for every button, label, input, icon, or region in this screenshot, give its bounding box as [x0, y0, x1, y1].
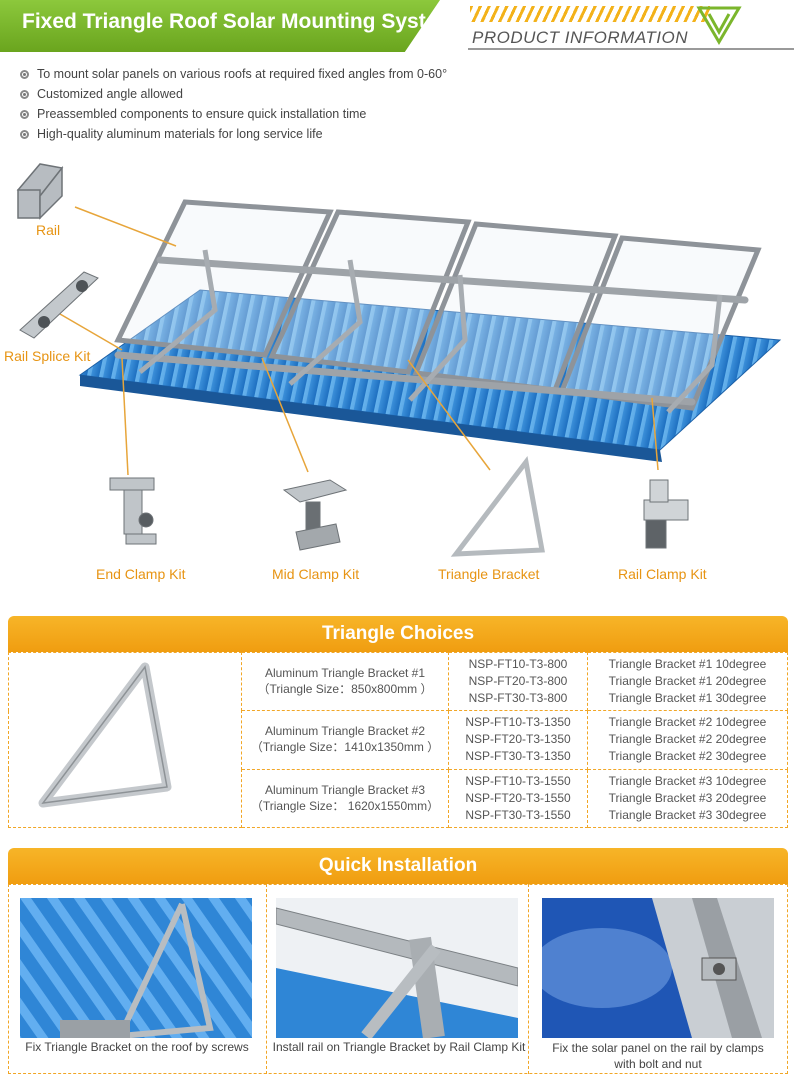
leader-mid-clamp	[261, 357, 309, 473]
label-rail-splice-kit: Rail Splice Kit	[4, 348, 91, 364]
install-step-1-image	[20, 898, 252, 1038]
triangle-image-cell	[8, 652, 242, 828]
divider	[528, 884, 529, 1074]
page-title: Fixed Triangle Roof Solar Mounting Syste…	[22, 10, 457, 33]
feature-item: To mount solar panels on various roofs a…	[20, 64, 447, 84]
support-leg	[138, 249, 218, 374]
quick-installation-panel	[8, 884, 788, 1074]
triangle-choices-table: Aluminum Triangle Bracket #1 （Triangle S…	[8, 651, 788, 829]
bracket-name-cell: Aluminum Triangle Bracket #1 （Triangle S…	[241, 651, 449, 712]
code-cell: NSP-FT10-T3-1350 NSP-FT20-T3-1350 NSP-FT…	[448, 710, 588, 770]
support-leg	[288, 259, 363, 386]
quick-installation-header: Quick Installation	[8, 848, 788, 884]
label-rail: Rail	[36, 222, 61, 238]
feature-item: High-quality aluminum materials for long…	[20, 124, 447, 144]
triangle-choices-header: Triangle Choices	[8, 616, 788, 652]
leader-rail-clamp	[651, 397, 659, 471]
bracket-name-cell: Aluminum Triangle Bracket #3 （Triangle S…	[241, 768, 449, 829]
triangle-v-logo-icon	[696, 6, 742, 45]
desc-cell: Triangle Bracket #2 10degree Triangle Br…	[587, 710, 788, 770]
label-rail-clamp-kit: Rail Clamp Kit	[618, 566, 707, 582]
triangle-bracket-part-icon	[450, 455, 545, 557]
system-illustration	[16, 163, 782, 557]
triangle-bracket-image	[38, 662, 172, 807]
support-leg	[666, 294, 723, 414]
code-cell: NSP-FT10-T3-800 NSP-FT20-T3-800 NSP-FT30…	[448, 651, 588, 712]
install-step-2-image	[276, 898, 518, 1038]
code-cell: NSP-FT10-T3-1550 NSP-FT20-T3-1550 NSP-FT…	[448, 768, 588, 829]
rail-clamp-part-icon	[643, 479, 689, 549]
rail-splice-part-icon	[19, 271, 99, 339]
feature-list: To mount solar panels on various roofs a…	[20, 64, 447, 144]
install-step-3-image	[542, 898, 774, 1038]
desc-cell: Triangle Bracket #3 10degree Triangle Br…	[587, 768, 788, 829]
install-step-1-caption: Fix Triangle Bracket on the roof by scre…	[25, 1040, 249, 1054]
desc-cell: Triangle Bracket #1 10degree Triangle Br…	[587, 651, 788, 712]
leader-rail	[74, 206, 177, 247]
bottom-rail	[114, 351, 696, 406]
header-stripes	[470, 6, 710, 22]
end-clamp-part-icon	[109, 477, 157, 545]
panel-frame	[268, 209, 472, 375]
feature-item: Customized angle allowed	[20, 84, 447, 104]
top-rail	[156, 256, 749, 304]
label-end-clamp-kit: End Clamp Kit	[96, 566, 186, 582]
page-subtitle: PRODUCT INFORMATION	[472, 28, 689, 47]
leader-end-clamp	[121, 357, 129, 476]
label-triangle-bracket: Triangle Bracket	[438, 566, 540, 582]
feature-item: Preassembled components to ensure quick …	[20, 104, 447, 124]
bullet-icon	[20, 129, 29, 139]
header-rule	[468, 48, 794, 50]
bullet-icon	[20, 69, 29, 79]
install-step-2-caption: Install rail on Triangle Bracket by Rail…	[272, 1040, 526, 1054]
divider	[266, 884, 267, 1074]
bullet-icon	[20, 89, 29, 99]
support-leg	[408, 274, 468, 402]
bracket-name-cell: Aluminum Triangle Bracket #2 （Triangle S…	[241, 710, 449, 770]
mid-clamp-part-icon	[282, 479, 348, 551]
roof-edge	[80, 375, 662, 462]
leader-splice	[59, 313, 123, 351]
label-mid-clamp-kit: Mid Clamp Kit	[272, 566, 360, 582]
leader-triangle	[407, 359, 491, 471]
header-banner	[0, 0, 440, 52]
panel-frame	[114, 199, 334, 358]
bullet-icon	[20, 109, 29, 119]
install-step-3-caption: Fix the solar panel on the rail by clamp…	[552, 1041, 764, 1071]
rail-part-icon	[16, 163, 64, 220]
